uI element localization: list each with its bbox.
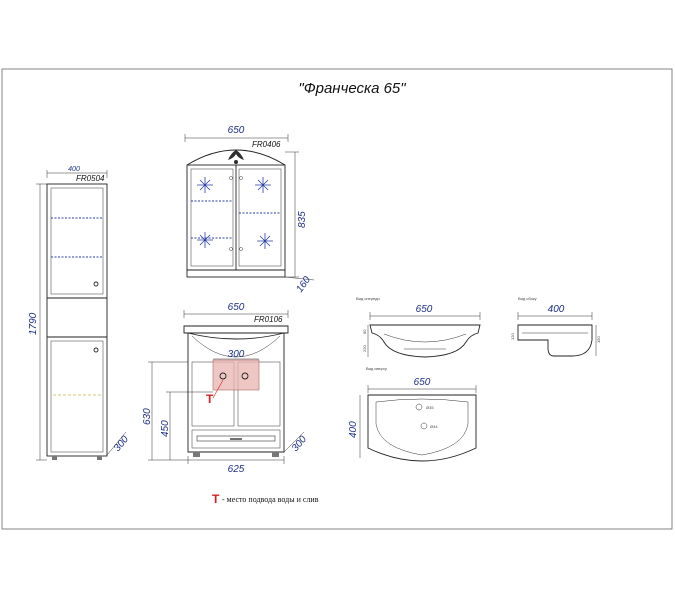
water-supply-mark: T [206, 392, 214, 406]
mirror-cabinet: 650 FR0406 [184, 125, 315, 295]
basin-front-height-b-label: 80 [362, 329, 367, 334]
column-width-label: 400 [68, 166, 80, 173]
legend-symbol: T [212, 492, 220, 506]
legend: T - место подвода воды и слив [212, 492, 319, 506]
basin-top-depth-label: 400 [348, 421, 359, 438]
column-cabinet: 400 FR0504 300 [46, 166, 131, 460]
vanity-height-450-label: 450 [160, 420, 171, 437]
basin-top-view-label: Вид сверху [366, 366, 387, 371]
column-depth-label: 300 [112, 434, 131, 454]
basin-front-height-a-label: 220 [362, 345, 367, 352]
basin-front-width-label: 650 [416, 304, 433, 315]
mirror-depth-label: 160 [294, 274, 313, 294]
mirror-height-label: 835 [297, 211, 308, 228]
basin-front-view: Вид спереди 650 220 80 [356, 296, 481, 358]
vanity-depth-label: 300 [290, 434, 309, 454]
basin-top-view: Вид сверху 650 Ø35 Ø44 400 [348, 366, 477, 462]
vanity-connection-width-label: 300 [228, 349, 245, 360]
mirror-width-label: 650 [228, 125, 245, 136]
column-code-label: FR0504 [76, 174, 105, 183]
mirror-code-label: FR0406 [252, 140, 281, 149]
basin-profile-view-label: Вид сбоку [518, 296, 537, 301]
basin-front-view-label: Вид спереди [356, 296, 380, 301]
vanity-top-width-label: 650 [228, 302, 245, 313]
basin-profile-view: Вид сбоку 400 120 150 [510, 296, 601, 357]
sheet-frame [1, 68, 673, 530]
ornament-icon [228, 150, 244, 164]
vanity-height-630-label: 630 [142, 408, 153, 425]
basin-hole-a-label: Ø35 [426, 405, 434, 410]
glass-star-icon [197, 177, 273, 249]
basin-profile-height-b-label: 150 [596, 336, 601, 343]
legend-text: - место подвода воды и слив [222, 495, 319, 504]
column-height-label: 1790 [28, 312, 39, 335]
sheet-title: "Франческа 65" [298, 80, 406, 97]
basin-hole-b-label: Ø44 [430, 424, 438, 429]
vanity-base-width-label: 625 [228, 464, 245, 475]
vanity-cabinet: 650 FR0106 300 T 625 [183, 302, 309, 475]
basin-top-width-label: 650 [414, 377, 431, 388]
connection-zone [212, 359, 260, 391]
vanity-code-label: FR0106 [254, 315, 283, 324]
basin-profile-height-a-label: 120 [510, 333, 515, 340]
basin-profile-width-label: 400 [548, 304, 565, 315]
